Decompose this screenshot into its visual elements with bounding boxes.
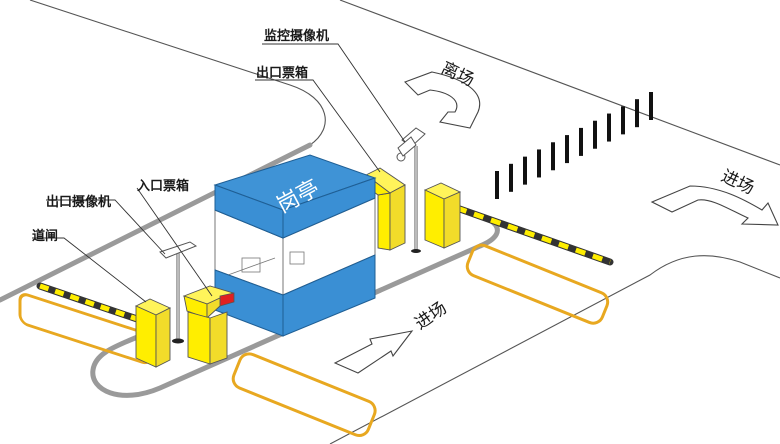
label-barrier-gate: 道闸 — [32, 228, 58, 244]
entry-curved-arrow-icon — [650, 185, 779, 226]
fence-post — [593, 120, 597, 149]
induction-loop — [231, 352, 377, 438]
exit-gate-side — [443, 191, 461, 249]
pole-base — [411, 249, 421, 253]
road-edge-top-left — [29, 0, 326, 146]
exit-curved-arrow-icon — [404, 71, 481, 129]
road-edge-bottom-right — [329, 255, 780, 444]
barrier-gate-side — [155, 307, 171, 368]
exit-arrow: 离场 — [404, 58, 481, 129]
road-edge-top-right — [339, 0, 780, 166]
fence-posts — [495, 92, 653, 199]
fence-post — [537, 149, 541, 178]
island-curb-outline-lower — [90, 217, 500, 398]
exit-camera — [159, 241, 198, 344]
fence-post — [621, 106, 625, 135]
leader-lines — [32, 43, 406, 303]
booth: 岗亭 — [213, 154, 377, 337]
induction-loop — [465, 243, 610, 325]
exit-gate-front — [424, 189, 445, 249]
exit-barrier-gate — [423, 182, 614, 266]
exit-ticket-box — [365, 167, 406, 251]
component-labels: 监控摄像机 出口票箱 入口票箱 出口摄像机 道闸 — [32, 28, 329, 244]
leader-exit-ticket-box — [255, 79, 381, 173]
entry-ticket-box — [182, 285, 235, 365]
entry-arrow-right: 进场 — [650, 166, 779, 226]
leader-entry-ticket-box — [136, 187, 213, 297]
entry-arrow-bottom: 进场 — [333, 298, 451, 374]
leader-barrier-gate — [32, 237, 147, 303]
barrier-gate — [134, 298, 172, 368]
fence-post — [579, 127, 583, 156]
exit-camera-icon — [159, 241, 198, 259]
fence-post — [607, 113, 611, 142]
exit-barrier-arm — [453, 204, 614, 266]
monitor-camera — [396, 127, 426, 253]
booth-interior-furniture — [227, 251, 305, 276]
road-edges — [29, 0, 780, 444]
fence-post — [565, 135, 569, 164]
fence-post — [509, 163, 513, 192]
fence-post — [551, 142, 555, 171]
barrier-gate-front — [135, 305, 157, 368]
label-exit-camera: 出口摄像机 — [46, 194, 111, 210]
entry-straight-arrow-icon — [333, 330, 414, 374]
booth-wall-side — [282, 254, 376, 337]
fence-post — [635, 99, 639, 128]
exit-ticket-box-front — [377, 192, 391, 251]
entry-barrier-arm — [36, 282, 150, 326]
booth-roof-side — [282, 177, 376, 239]
entry-ticket-box-front — [187, 311, 211, 365]
fence-post — [495, 171, 499, 199]
label-exit-ticket-box: 出口票箱 — [256, 65, 308, 81]
leader-exit-camera — [46, 199, 166, 255]
pole-base — [172, 338, 184, 344]
label-monitor-camera: 监控摄像机 — [264, 28, 329, 44]
entry-ticket-box-side — [209, 311, 228, 365]
leader-monitor-camera — [262, 43, 406, 143]
label-entry-ticket-box: 入口票箱 — [137, 178, 189, 194]
fence-post — [649, 92, 653, 120]
exit-ticket-box-side — [389, 184, 406, 251]
fence-post — [523, 156, 527, 185]
entry-direction-label-bottom: 进场 — [411, 298, 450, 334]
